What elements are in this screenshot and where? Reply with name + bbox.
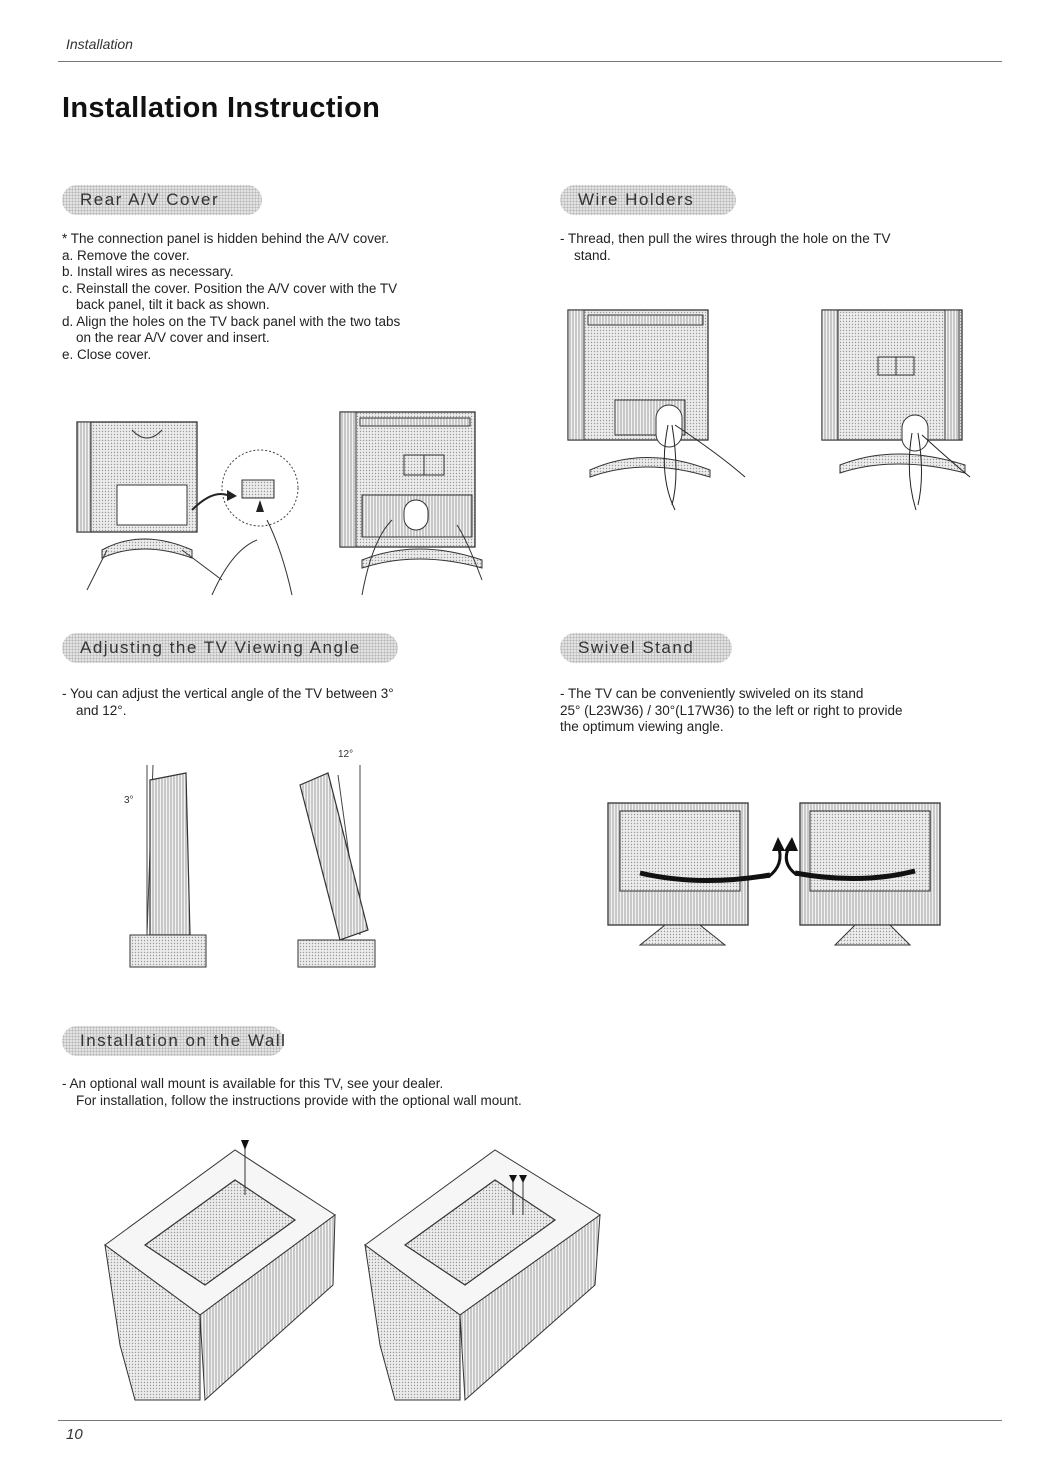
wall-installation-line-2: For installation, follow the instruction… xyxy=(76,1092,522,1108)
rear-av-cover-instructions: * The connection panel is hidden behind … xyxy=(62,231,502,363)
wall-installation-instructions: - An optional wall mount is available fo… xyxy=(62,1076,822,1109)
swivel-stand-line-3: the optimum viewing angle. xyxy=(560,719,724,734)
wall-installation-line-1: - An optional wall mount is available fo… xyxy=(62,1076,444,1091)
section-title-viewing-angle: Adjusting the TV Viewing Angle xyxy=(62,633,398,663)
section-title-swivel-stand: Swivel Stand xyxy=(560,633,732,663)
section-title-wire-holders: Wire Holders xyxy=(560,185,736,215)
rear-av-cover-step-e: e. Close cover. xyxy=(62,346,152,362)
rear-av-cover-step-c-cont: back panel, tilt it back as shown. xyxy=(76,297,270,312)
wire-holders-line-1: - Thread, then pull the wires through th… xyxy=(560,231,891,246)
header-rule xyxy=(58,61,1002,62)
wire-holders-instructions: - Thread, then pull the wires through th… xyxy=(560,231,1000,264)
page-title: Installation Instruction xyxy=(62,92,381,124)
rear-av-cover-step-d: d. Align the holes on the TV back panel … xyxy=(62,313,401,329)
wire-holders-illustration xyxy=(567,309,971,511)
viewing-angle-line-2: and 12°. xyxy=(76,702,127,718)
page-number: 10 xyxy=(66,1426,83,1443)
running-header: Installation xyxy=(66,36,133,52)
rear-av-cover-step-b: b. Install wires as necessary. xyxy=(62,264,234,279)
rear-av-cover-illustration xyxy=(76,411,483,596)
swivel-stand-line-2: 25° (L23W36) / 30°(L17W36) to the left o… xyxy=(560,702,903,718)
rear-av-cover-note: * The connection panel is hidden behind … xyxy=(62,231,389,246)
footer-rule xyxy=(58,1420,1002,1421)
rear-av-cover-step-a: a. Remove the cover. xyxy=(62,247,190,263)
rear-av-cover-step-c: c. Reinstall the cover. Position the A/V… xyxy=(62,280,398,296)
swivel-stand-instructions: - The TV can be conveniently swiveled on… xyxy=(560,686,1000,736)
swivel-stand-line-1: - The TV can be conveniently swiveled on… xyxy=(560,686,864,701)
wall-installation-illustration xyxy=(104,1140,601,1402)
angle-max-label: 12° xyxy=(338,749,353,760)
viewing-angle-instructions: - You can adjust the vertical angle of t… xyxy=(62,686,502,719)
section-title-wall-installation: Installation on the Wall xyxy=(62,1026,285,1056)
viewing-angle-line-1: - You can adjust the vertical angle of t… xyxy=(62,686,394,701)
rear-av-cover-step-d-cont: on the rear A/V cover and insert. xyxy=(76,330,270,345)
angle-min-label: 3° xyxy=(124,795,134,806)
viewing-angle-illustration: 3° 12° xyxy=(124,749,376,968)
swivel-stand-illustration xyxy=(607,802,941,946)
wire-holders-line-2: stand. xyxy=(574,247,611,263)
section-title-rear-av-cover: Rear A/V Cover xyxy=(62,185,262,215)
